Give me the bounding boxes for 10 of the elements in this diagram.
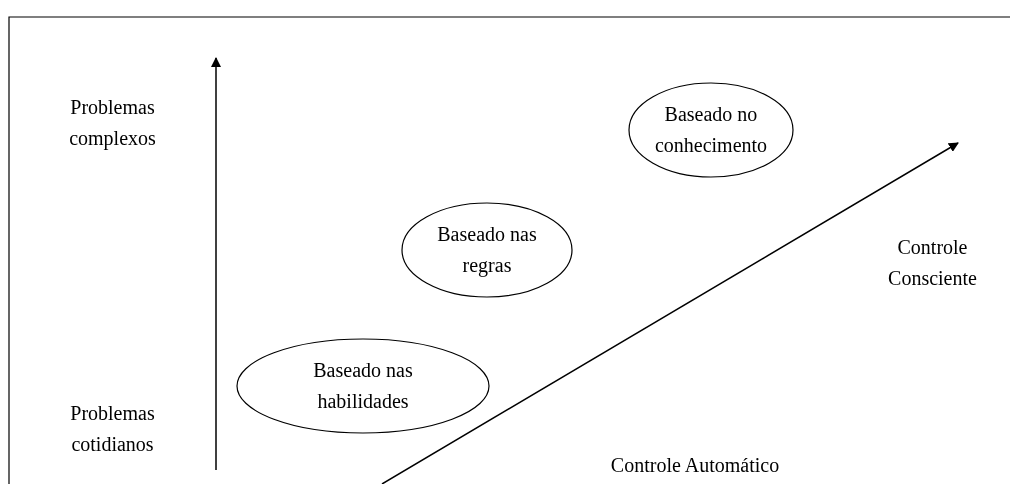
- axis-label: Problemas complexos: [68, 95, 157, 152]
- axis-label: Controle Consciente: [887, 235, 978, 291]
- oval-node: [401, 202, 573, 298]
- axis-label: Problemas cotidianos: [69, 401, 156, 457]
- oval-node: [236, 338, 490, 434]
- oval-node: [628, 82, 794, 178]
- axis-label: Controle Automático: [609, 453, 781, 478]
- node-label: Baseado nas regras: [436, 222, 538, 279]
- node-label: Baseado no conhecimento: [653, 102, 769, 158]
- node-label: Baseado nas habilidades: [312, 358, 414, 414]
